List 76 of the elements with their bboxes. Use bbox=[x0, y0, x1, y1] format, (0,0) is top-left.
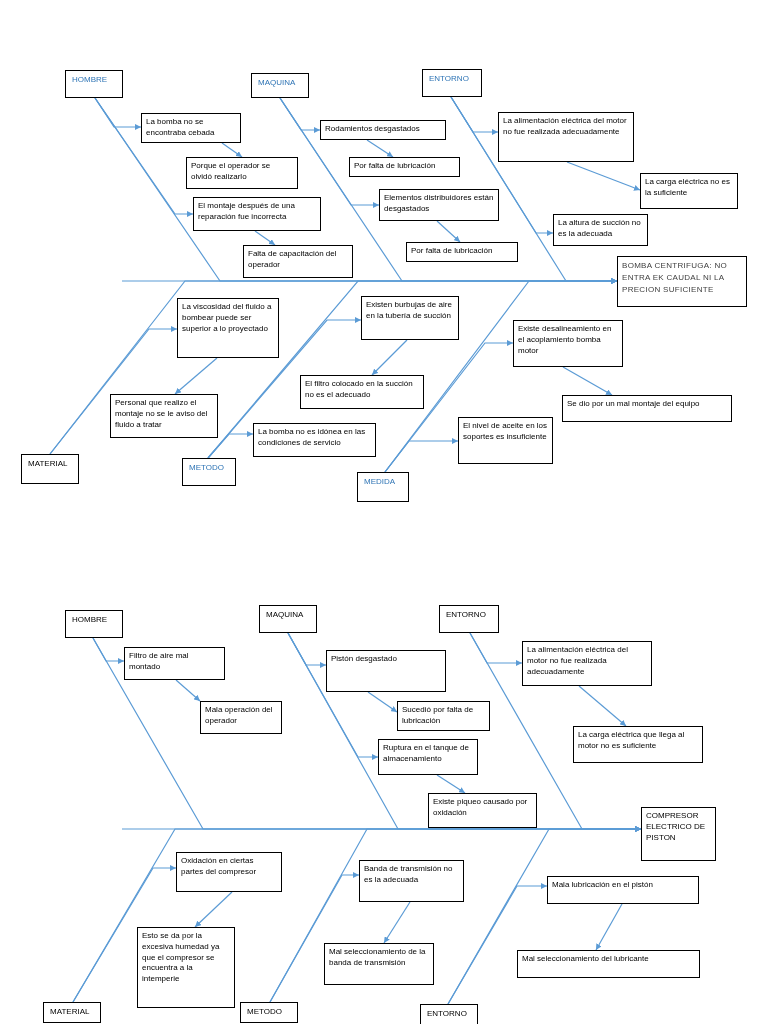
cause-box: Sucedió por falta de lubricación bbox=[397, 701, 490, 731]
category-box: MATERIAL bbox=[43, 1002, 101, 1023]
cause-box: Existe desalineamiento en el acoplamiento bomba motor bbox=[513, 320, 623, 367]
cause-box: La carga eléctrica no es la suficiente bbox=[640, 173, 738, 209]
category-box: ENTORNO bbox=[439, 605, 499, 633]
arrow bbox=[383, 901, 411, 944]
arrow bbox=[92, 637, 125, 664]
arrow bbox=[436, 774, 466, 794]
cause-box: Esto se da por la excesiva humedad ya que el compresor se encuentra a la intemperie bbox=[137, 927, 235, 1008]
category-box: METODO bbox=[240, 1002, 298, 1023]
cause-box: Mal seleccionamiento del lubricante bbox=[517, 950, 700, 978]
cause-box: El montaje después de una reparación fue incorrecta bbox=[193, 197, 321, 231]
cause-box: Falta de capacitación del operador bbox=[243, 245, 353, 278]
cause-box: La bomba no es idónea en las condiciones de servicio bbox=[253, 423, 376, 457]
cause-box: Existe piqueo causado por oxidación bbox=[428, 793, 537, 828]
category-box: ENTORNO bbox=[420, 1004, 478, 1024]
arrow bbox=[221, 142, 243, 158]
cause-box: Oxidación en ciertas partes del compresor bbox=[176, 852, 282, 892]
arrow bbox=[207, 431, 254, 459]
cause-box: Ruptura en el tanque de almacenamiento bbox=[378, 739, 478, 775]
cause-box: Mal seleccionamiento de la banda de transmisión bbox=[324, 943, 434, 985]
arrow bbox=[175, 679, 201, 702]
cause-box: Filtro de aire mal montado bbox=[124, 647, 225, 680]
cause-box: Porque el operador se olvidó realizarlo bbox=[186, 157, 298, 189]
cause-box: La carga eléctrica que llega al motor no es suficiente bbox=[573, 726, 703, 763]
effect-box: BOMBA CENTRIFUGA: NO ENTRA EK CAUDAL NI LA PRECION SUFICIENTE bbox=[617, 256, 747, 307]
arrow bbox=[447, 883, 548, 1005]
cause-box: Rodamientos desgastados bbox=[320, 120, 446, 140]
cause-box: Personal que realizo el montaje no se le aviso del fluido a tratar bbox=[110, 394, 218, 438]
category-box: HOMBRE bbox=[65, 610, 123, 638]
arrow bbox=[371, 339, 408, 376]
arrow bbox=[279, 97, 380, 208]
category-box: MAQUINA bbox=[259, 605, 317, 633]
cause-box: La altura de succión no es la adecuada bbox=[553, 214, 648, 246]
cause-box: Banda de transmisión no es la adecuada bbox=[359, 860, 464, 902]
arrow bbox=[566, 161, 641, 191]
cause-box: La alimentación eléctrica del motor no fue realizada adecuadamente bbox=[498, 112, 634, 162]
cause-box: La viscosidad del fluido a bombear puede ser superior a lo proyectado bbox=[177, 298, 279, 358]
category-box: METODO bbox=[182, 458, 236, 486]
cause-box: Elementos distribuidores están desgastados bbox=[379, 189, 499, 221]
cause-box: Por falta de lubricación bbox=[349, 157, 460, 177]
arrow bbox=[366, 139, 394, 158]
effect-box: COMPRESOR ELECTRICO DE PISTON bbox=[641, 807, 716, 861]
arrow bbox=[578, 685, 627, 727]
category-box: HOMBRE bbox=[65, 70, 123, 98]
arrow bbox=[469, 632, 523, 666]
arrow bbox=[254, 230, 276, 246]
cause-box: La alimentación eléctrica del motor no fue realizada adecuadamente bbox=[522, 641, 652, 686]
arrow bbox=[174, 357, 218, 395]
arrow bbox=[121, 278, 618, 284]
arrow bbox=[287, 632, 379, 760]
arrow bbox=[450, 96, 554, 236]
cause-box: Existen burbujas de aire en la tubería de succión bbox=[361, 296, 459, 340]
category-box: MAQUINA bbox=[251, 73, 309, 98]
category-box: MATERIAL bbox=[21, 454, 79, 484]
arrow bbox=[72, 865, 177, 1003]
arrow bbox=[121, 826, 642, 832]
cause-box: Por falta de lubricación bbox=[406, 242, 518, 262]
arrow bbox=[269, 872, 360, 1003]
arrow bbox=[436, 220, 461, 243]
arrow bbox=[94, 97, 194, 217]
arrow bbox=[49, 326, 178, 455]
cause-box: El nivel de aceite en los soportes es insuficiente bbox=[458, 417, 553, 464]
arrow bbox=[595, 903, 623, 951]
cause-box: Mala lubricación en el pistón bbox=[547, 876, 699, 904]
cause-box: El filtro colocado en la succión no es el adecuado bbox=[300, 375, 424, 409]
arrow bbox=[384, 438, 459, 473]
arrow bbox=[562, 366, 613, 396]
category-box: ENTORNO bbox=[422, 69, 482, 97]
cause-box: Mala operación del operador bbox=[200, 701, 282, 734]
cause-box: Se dio por un mal montaje del equipo bbox=[562, 395, 732, 422]
arrow bbox=[367, 691, 398, 713]
cause-box: Pistón desgastado bbox=[326, 650, 446, 692]
cause-box: La bomba no se encontraba cebada bbox=[141, 113, 241, 143]
arrow bbox=[194, 891, 233, 928]
category-box: MEDIDA bbox=[357, 472, 409, 502]
